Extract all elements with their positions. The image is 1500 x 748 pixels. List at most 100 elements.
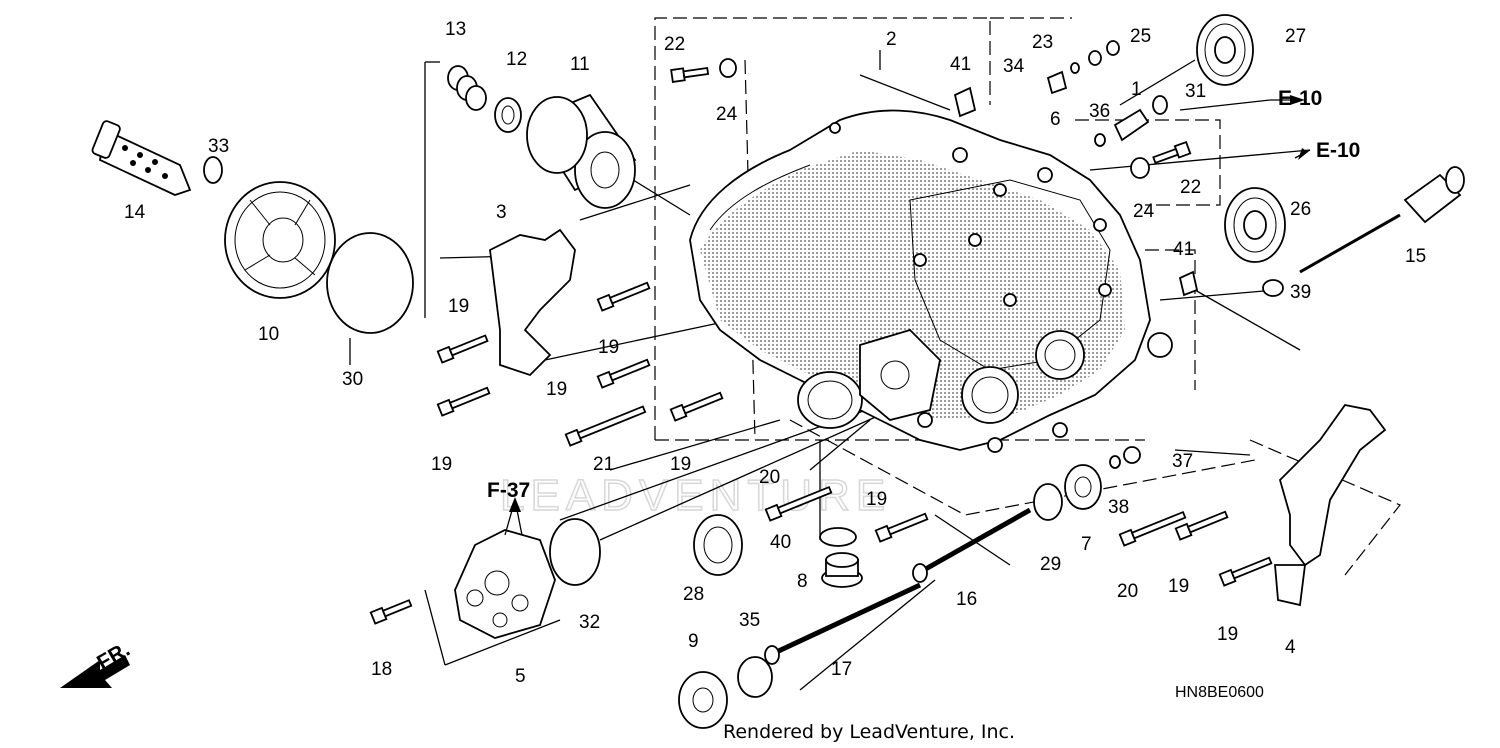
part-label-20a: 20 bbox=[759, 467, 780, 488]
part-label-3: 3 bbox=[496, 202, 507, 223]
part-label-19g: 19 bbox=[1168, 576, 1189, 597]
ref-e10-mid: E-10 bbox=[1316, 139, 1360, 162]
part-label-37: 37 bbox=[1172, 451, 1193, 472]
part-label-32: 32 bbox=[579, 612, 600, 633]
part-label-14: 14 bbox=[124, 202, 146, 223]
o-ring-29 bbox=[1033, 483, 1063, 521]
part-label-29: 29 bbox=[1040, 554, 1061, 575]
part-label-10: 10 bbox=[258, 324, 279, 345]
part-23 bbox=[1070, 62, 1080, 74]
part-label-38: 38 bbox=[1108, 497, 1129, 518]
credit-text: Rendered by LeadVenture, Inc. bbox=[723, 721, 1015, 743]
diagram-code: HN8BE0600 bbox=[1175, 684, 1264, 701]
part-label-21: 21 bbox=[593, 454, 614, 475]
dipstick-15 bbox=[1299, 166, 1465, 274]
part-label-9: 9 bbox=[688, 631, 699, 652]
part-label-24b: 24 bbox=[1133, 201, 1155, 222]
part-6 bbox=[1046, 70, 1068, 95]
part-label-41b: 41 bbox=[1173, 239, 1194, 260]
part-label-36: 36 bbox=[1089, 101, 1110, 122]
part-1 bbox=[1113, 108, 1150, 142]
part-label-2: 2 bbox=[886, 29, 897, 50]
part-label-12: 12 bbox=[506, 49, 527, 70]
part-7 bbox=[1064, 464, 1102, 510]
part-label-20b: 20 bbox=[1117, 581, 1138, 602]
o-ring-30 bbox=[326, 232, 414, 334]
dowel-41a bbox=[953, 86, 977, 118]
bracket-4 bbox=[1278, 404, 1387, 567]
part-label-16: 16 bbox=[956, 589, 977, 610]
part-label-33: 33 bbox=[208, 136, 229, 157]
drain-plug-8 bbox=[821, 552, 863, 588]
bolts bbox=[369, 67, 1273, 625]
part-label-27: 27 bbox=[1285, 26, 1306, 47]
o-ring-39 bbox=[1262, 279, 1284, 297]
part-36 bbox=[1094, 133, 1106, 147]
shaft-16 bbox=[912, 507, 1032, 583]
shaft-17 bbox=[764, 582, 922, 665]
oil-filter bbox=[526, 93, 637, 209]
part-label-22b: 22 bbox=[1180, 177, 1201, 198]
part-label-22a: 22 bbox=[664, 34, 685, 55]
part-label-15: 15 bbox=[1405, 246, 1426, 267]
part-37 bbox=[1123, 446, 1141, 464]
part-label-19b: 19 bbox=[598, 337, 619, 358]
part-label-11: 11 bbox=[570, 54, 590, 75]
part-label-19e: 19 bbox=[670, 454, 691, 475]
bearing-27 bbox=[1196, 14, 1254, 86]
watermark-text: LEADVENTURE bbox=[500, 471, 891, 520]
part-label-18: 18 bbox=[371, 659, 392, 680]
part-label-17: 17 bbox=[831, 659, 852, 680]
part-label-35: 35 bbox=[739, 610, 760, 631]
crankcase-cover bbox=[689, 109, 1173, 453]
o-ring-35 bbox=[737, 656, 773, 698]
part-label-25: 25 bbox=[1130, 26, 1151, 47]
part-25b bbox=[1106, 40, 1120, 56]
washer-24b bbox=[1130, 157, 1150, 179]
leader-lines bbox=[349, 50, 1311, 691]
part-label-19f: 19 bbox=[866, 489, 887, 510]
bracket-3 bbox=[489, 228, 576, 377]
part-label-41a: 41 bbox=[950, 54, 971, 75]
part-label-31: 31 bbox=[1185, 81, 1206, 102]
part-label-19c: 19 bbox=[546, 379, 567, 400]
part-label-7: 7 bbox=[1081, 534, 1092, 555]
part-label-4: 4 bbox=[1285, 637, 1296, 658]
ref-e10-top: E-10 bbox=[1278, 87, 1322, 110]
spring-13 bbox=[447, 65, 487, 111]
part-label-6: 6 bbox=[1050, 109, 1061, 130]
oil-strainer bbox=[91, 120, 192, 196]
part-25 bbox=[1088, 50, 1102, 66]
washer-40 bbox=[819, 527, 857, 547]
pump-5 bbox=[454, 529, 556, 639]
washer-12 bbox=[494, 97, 522, 133]
reference-arrows bbox=[504, 95, 1311, 536]
part-number-labels: 1 2 3 4 5 6 7 8 9 10 11 12 13 14 15 16 1… bbox=[124, 19, 1426, 687]
part-label-34: 34 bbox=[1003, 56, 1025, 77]
part-label-19d: 19 bbox=[431, 454, 452, 475]
part-label-28: 28 bbox=[683, 584, 704, 605]
part-label-40: 40 bbox=[770, 532, 791, 553]
dowel-41b bbox=[1178, 270, 1199, 297]
part-label-26: 26 bbox=[1290, 199, 1311, 220]
part-label-19a: 19 bbox=[448, 296, 469, 317]
part-label-24a: 24 bbox=[716, 104, 738, 125]
plug-9 bbox=[678, 671, 728, 729]
part-label-8: 8 bbox=[797, 571, 808, 592]
part-label-39: 39 bbox=[1290, 282, 1311, 303]
part-label-23: 23 bbox=[1032, 32, 1053, 53]
part-label-30: 30 bbox=[342, 369, 363, 390]
bearing-26 bbox=[1224, 187, 1286, 263]
o-ring-32 bbox=[549, 518, 601, 586]
o-ring-33 bbox=[203, 156, 223, 184]
part-31 bbox=[1152, 95, 1168, 115]
part-38 bbox=[1109, 455, 1121, 469]
part-label-19h: 19 bbox=[1217, 624, 1238, 645]
ref-f37: F-37 bbox=[487, 479, 530, 502]
part-label-1: 1 bbox=[1131, 79, 1142, 100]
part-label-5: 5 bbox=[515, 666, 526, 687]
front-arrow-icon bbox=[60, 655, 130, 688]
washer-24a bbox=[719, 58, 737, 78]
oil-seal-28 bbox=[693, 514, 743, 576]
